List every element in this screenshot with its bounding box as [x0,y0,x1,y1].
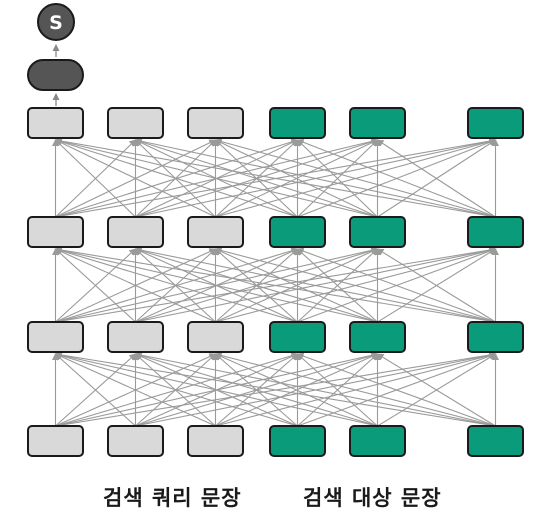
target-sentence-caption: 검색 대상 문장 [303,486,442,510]
attention-arrow [296,247,496,323]
query-token-box [187,216,244,248]
query-token-box [107,321,164,353]
attention-arrow [54,248,136,323]
attention-arrow [54,353,216,427]
attention-arrow [296,352,496,427]
query-token-box [27,216,84,248]
attention-arrow [54,139,136,218]
query-token-box [27,425,84,457]
attention-arrow [214,353,378,427]
target-token-box [349,107,406,139]
pooling-and-output: S [27,3,84,106]
query-token-box [27,321,84,353]
attention-arrow [214,139,378,218]
output-sentence-label: S [49,12,63,34]
target-token-box [269,107,326,139]
target-token-box [349,321,406,353]
attention-arrow [376,139,496,218]
token-nodes [27,107,524,457]
target-token-box [467,425,524,457]
attention-arrow [54,353,136,427]
attention-arrow [54,352,298,427]
attention-arrow [134,138,378,218]
attention-arrow [54,351,496,427]
attention-connections [52,137,499,427]
attention-arrow [54,137,496,218]
attention-arrow [296,139,378,218]
attention-arrow [54,248,216,323]
query-token-box [187,321,244,353]
attention-arrow [54,137,378,218]
attention-arrow [214,352,496,427]
query-token-box [27,107,84,139]
query-token-box [187,107,244,139]
attention-arrow [134,351,496,427]
target-token-box [467,216,524,248]
attention-arrow [214,138,496,218]
target-token-box [467,107,524,139]
attention-arrow [296,138,496,218]
attention-arrow [376,248,496,323]
attention-arrow [376,353,496,427]
output-sentence-node [37,3,75,41]
query-token-box [107,216,164,248]
attention-arrow [134,246,496,323]
attention-arrow [54,246,378,323]
attention-arrow [214,247,496,323]
attention-arrow [296,248,378,323]
target-token-box [467,321,524,353]
attention-arrow [54,139,216,218]
attention-arrow [54,247,298,323]
target-token-box [349,216,406,248]
attention-arrow [134,137,496,218]
target-token-box [269,425,326,457]
attention-arrow [214,248,378,323]
attention-arrow [134,247,378,323]
target-token-box [269,216,326,248]
query-token-box [107,107,164,139]
pooling-node [27,59,84,91]
attention-arrow [296,353,378,427]
query-token-box [107,425,164,457]
attention-arrow [54,351,378,427]
target-token-box [349,425,406,457]
attention-arrow [54,138,298,218]
attention-arrow [54,246,496,323]
query-sentence-caption: 검색 쿼리 문장 [103,486,242,510]
attention-arrow [134,352,378,427]
target-token-box [269,321,326,353]
query-token-box [187,425,244,457]
